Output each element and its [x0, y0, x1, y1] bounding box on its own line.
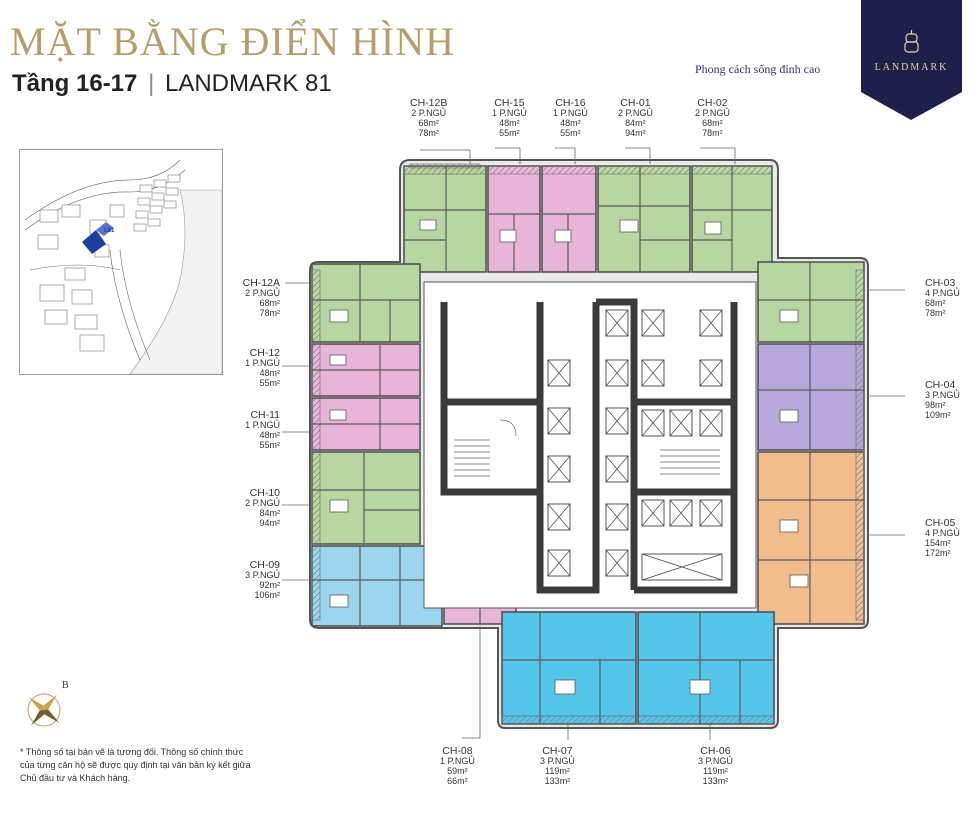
compass-icon: B — [20, 680, 74, 734]
footnote: * Thông số tại bản vẽ là tương đối. Thôn… — [20, 747, 251, 783]
unit-ch-01 — [597, 165, 691, 273]
unit-ch-05 — [757, 451, 865, 625]
floor-label: Tầng 16-17 — [12, 70, 138, 97]
unit-ch-16 — [541, 165, 597, 273]
page-title: MẶT BẰNG ĐIỂN HÌNH — [10, 19, 456, 64]
logo-text: LANDMARK — [874, 62, 949, 73]
subtitle-separator: | — [148, 70, 155, 97]
site-map-marker-label: L81 — [104, 228, 115, 234]
compass-letter: B — [62, 680, 69, 691]
landmark-logo: LANDMARK — [861, 0, 962, 120]
unit-ch-10 — [311, 451, 421, 545]
page-subtitle: Tầng 16-17 | LANDMARK 81 — [12, 70, 332, 98]
tagline: Phong cách sống đỉnh cao — [695, 62, 821, 76]
unit-ch-09 — [311, 545, 443, 627]
unit-ch-04 — [757, 343, 865, 451]
unit-ch-07 — [501, 611, 637, 725]
site-map — [19, 149, 223, 375]
unit-ch-12b — [403, 165, 487, 273]
unit-ch-03 — [757, 261, 865, 343]
unit-ch-12a — [311, 263, 421, 343]
project-name: LANDMARK 81 — [164, 70, 332, 97]
unit-ch-06 — [637, 611, 775, 725]
